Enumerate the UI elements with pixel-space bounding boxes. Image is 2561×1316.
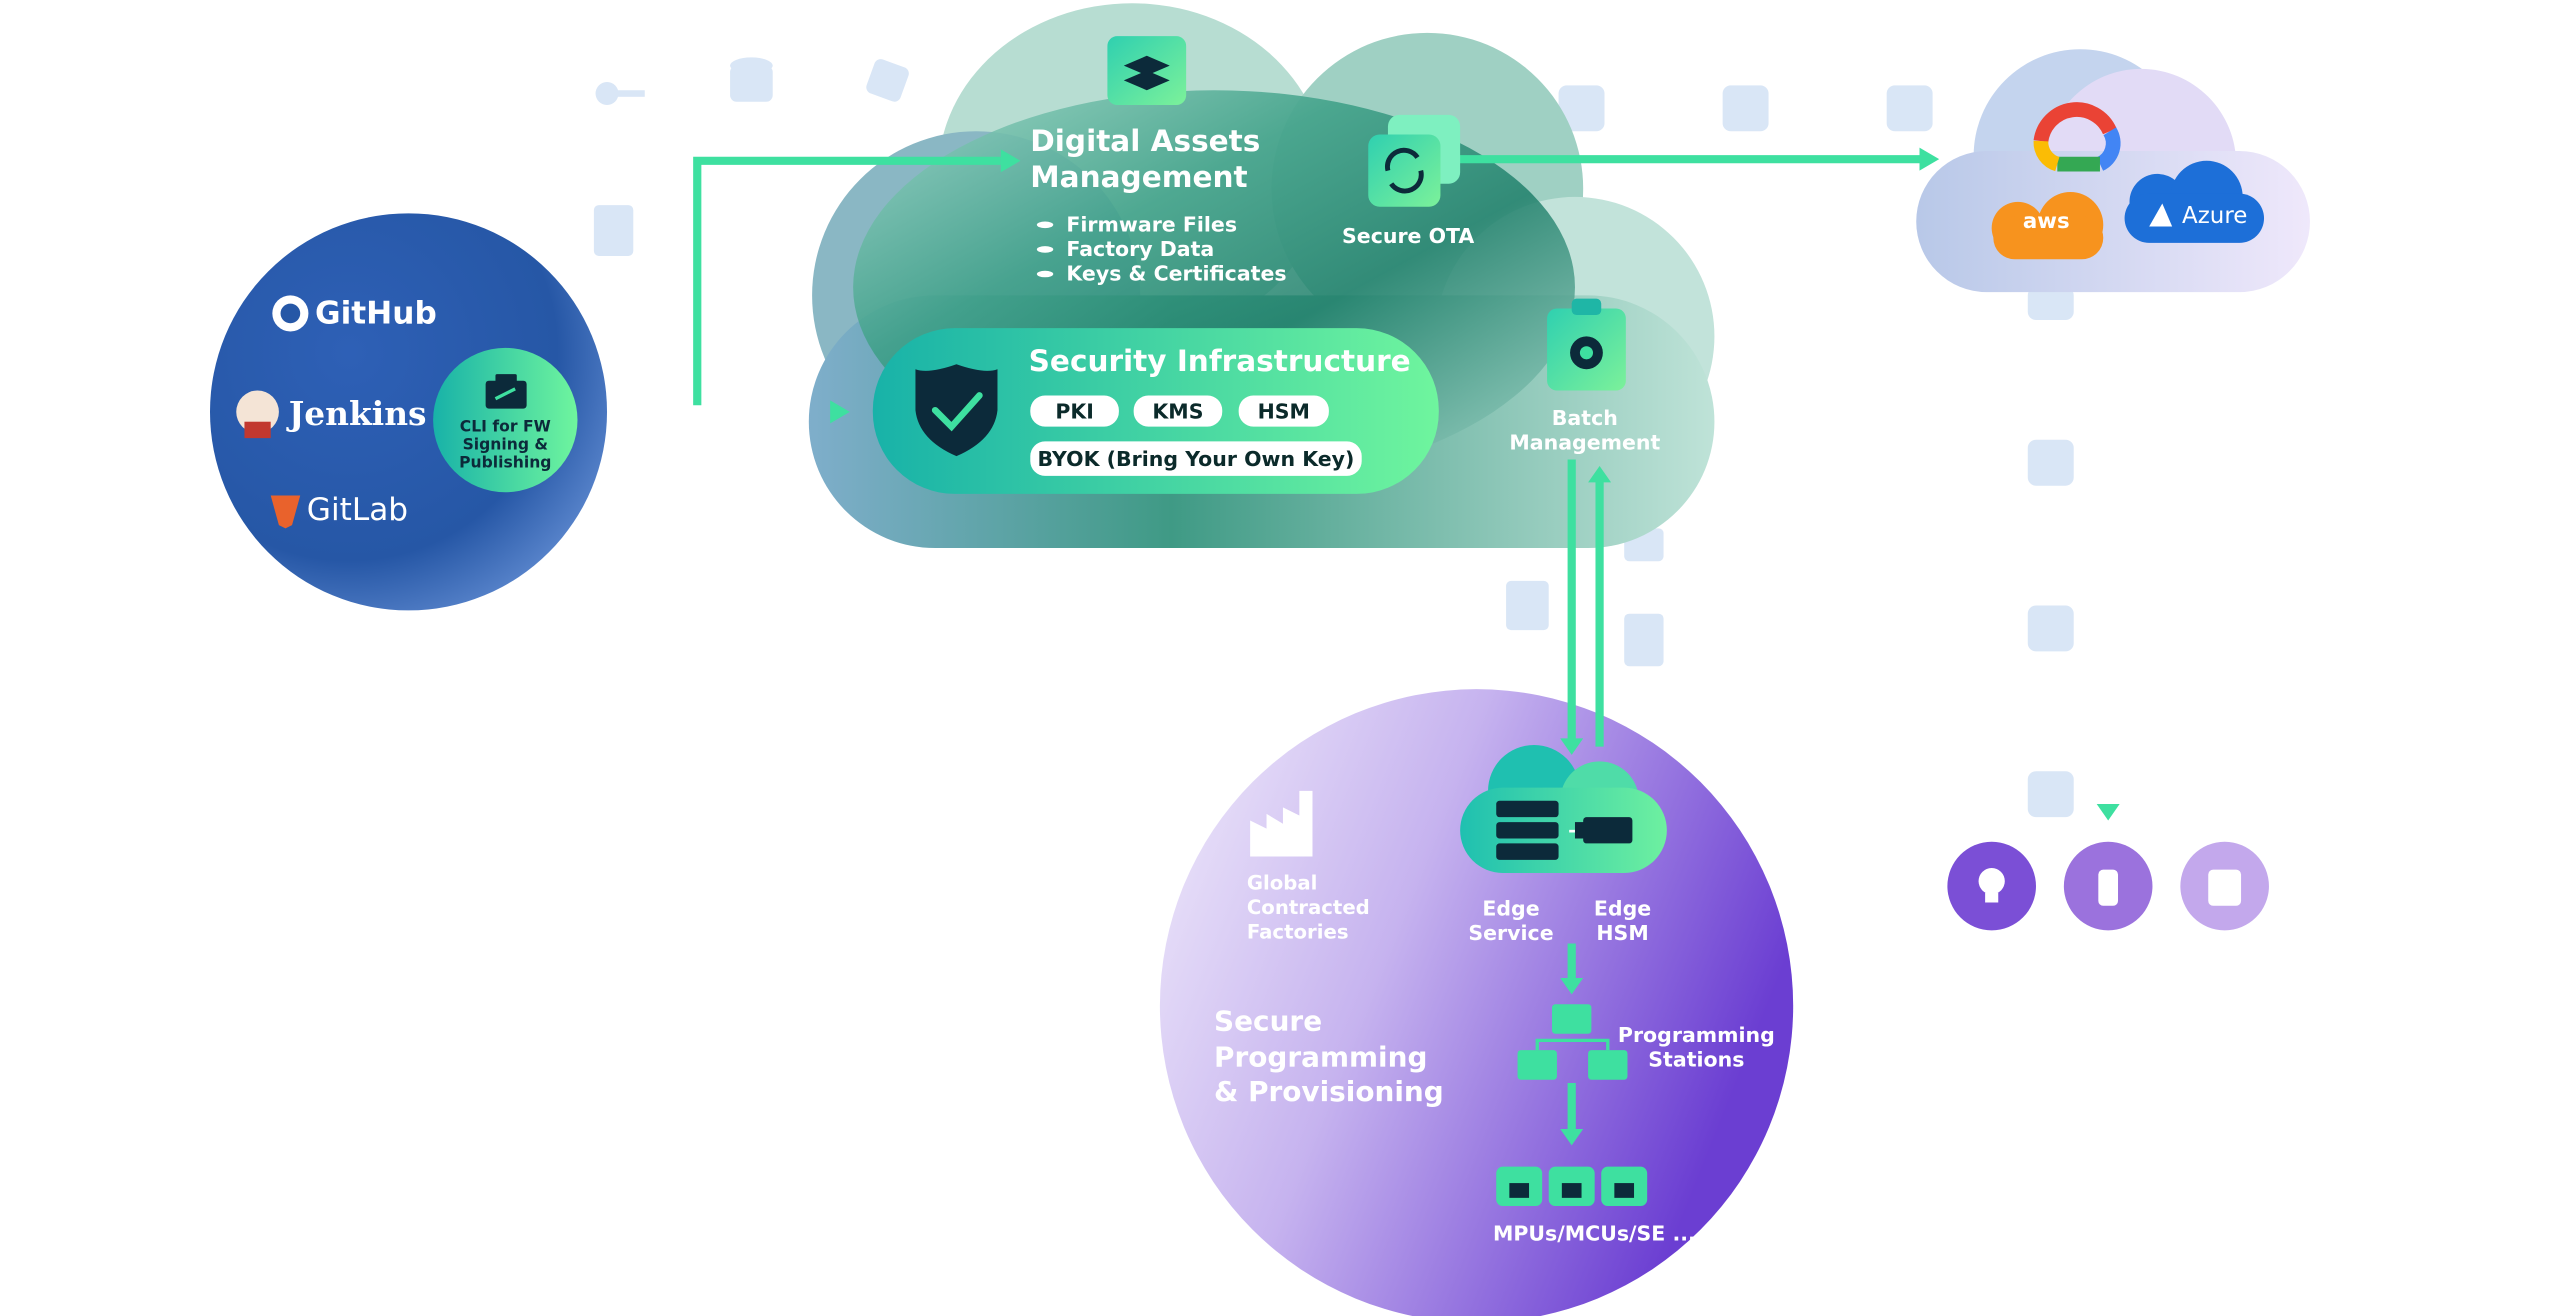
- toolbox-icon: [485, 374, 527, 409]
- chips-label: MPUs/MCUs/SE ...: [1492, 1220, 1696, 1246]
- chip-lock-icons: [1496, 1166, 1648, 1207]
- usb-hsm-icon: [1574, 817, 1633, 844]
- azure-label: Azure: [2181, 203, 2248, 230]
- programming-station-icons: [1517, 1004, 1628, 1080]
- background-icons: [593, 57, 2074, 818]
- shield-icon: [915, 364, 998, 457]
- security-title: Security Infrastructure: [1028, 344, 1411, 380]
- kms-pill: KMS: [1133, 395, 1223, 427]
- ci-cd-circle: [209, 213, 608, 611]
- factory-icon: [1250, 790, 1313, 857]
- public-cloud-shape: [1916, 49, 2310, 293]
- aws-label: aws: [2022, 210, 2070, 235]
- cli-circle: [433, 347, 578, 493]
- secure-ota-label: Secure OTA: [1342, 223, 1475, 248]
- byok-pill: BYOK (Bring Your Own Key): [1030, 441, 1362, 476]
- gitlab-icon: [270, 495, 301, 529]
- dam-list: Firmware Files Factory Data Keys & Certi…: [1036, 212, 1287, 286]
- gear-clipboard-icon: [1547, 298, 1626, 391]
- azure-icon: [2124, 160, 2265, 243]
- github-label: GitHub: [314, 295, 437, 332]
- pki-pill: PKI: [1030, 395, 1119, 427]
- ota-sync-icon: [1368, 114, 1461, 207]
- jenkins-label: Jenkins: [288, 393, 427, 434]
- layers-icon: [1107, 36, 1187, 106]
- flow-arrows: [577, 155, 2113, 1136]
- aws-icon: [1991, 191, 2104, 260]
- arrow-heads: [830, 147, 2120, 1146]
- server-icon: [1496, 800, 1559, 860]
- gitlab-label: GitLab: [306, 492, 409, 529]
- factory-circle: [1159, 689, 1794, 1316]
- hsm-pill: HSM: [1238, 395, 1329, 427]
- google-cloud-icon: [2033, 102, 2121, 172]
